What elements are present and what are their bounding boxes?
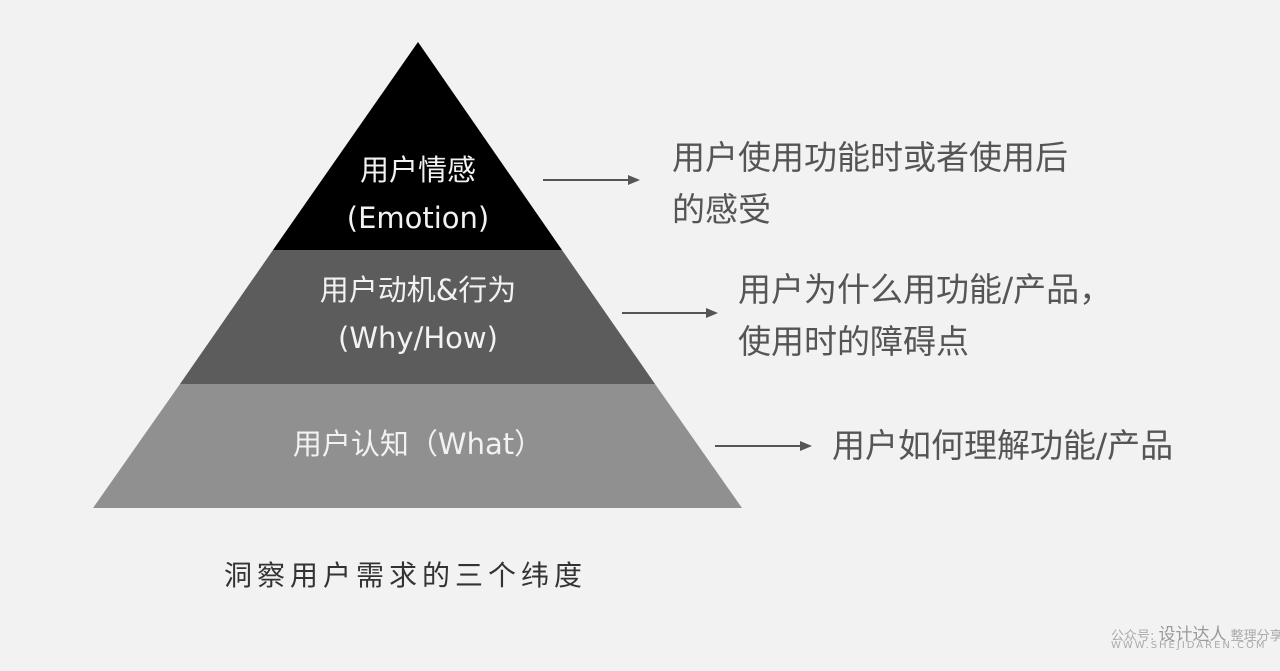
why-how-description-line2: 使用时的障碍点 bbox=[738, 322, 969, 361]
watermark-prefix: 公众号: bbox=[1111, 629, 1155, 644]
layer-emotion-subtitle: (Emotion) bbox=[346, 201, 490, 235]
emotion-description-line2: 的感受 bbox=[672, 190, 771, 229]
layer-what bbox=[93, 384, 742, 508]
emotion-description-line1: 用户使用功能时或者使用后 bbox=[672, 138, 1068, 177]
layer-emotion bbox=[273, 42, 562, 250]
watermark-suffix: 整理分享 bbox=[1230, 629, 1280, 644]
layer-why-how-subtitle: (Why/How) bbox=[338, 321, 498, 355]
layer-what-title: 用户认知（What） bbox=[292, 427, 544, 461]
watermark-name: 设计达人 bbox=[1158, 625, 1227, 645]
diagram-caption: 洞察用户需求的三个纬度 bbox=[224, 559, 588, 592]
layer-emotion-title: 用户情感 bbox=[359, 153, 476, 187]
layer-why-how bbox=[180, 250, 655, 384]
layer-why-how-title: 用户动机&行为 bbox=[319, 273, 517, 307]
what-description: 用户如何理解功能/产品 bbox=[832, 426, 1174, 465]
why-how-description-line1: 用户为什么用功能/产品， bbox=[738, 270, 1113, 309]
watermark-brand: 公众号: 设计达人 整理分享 bbox=[1111, 620, 1280, 645]
watermark-url: WWW.SHEJIDAREN.COM bbox=[1111, 640, 1267, 651]
